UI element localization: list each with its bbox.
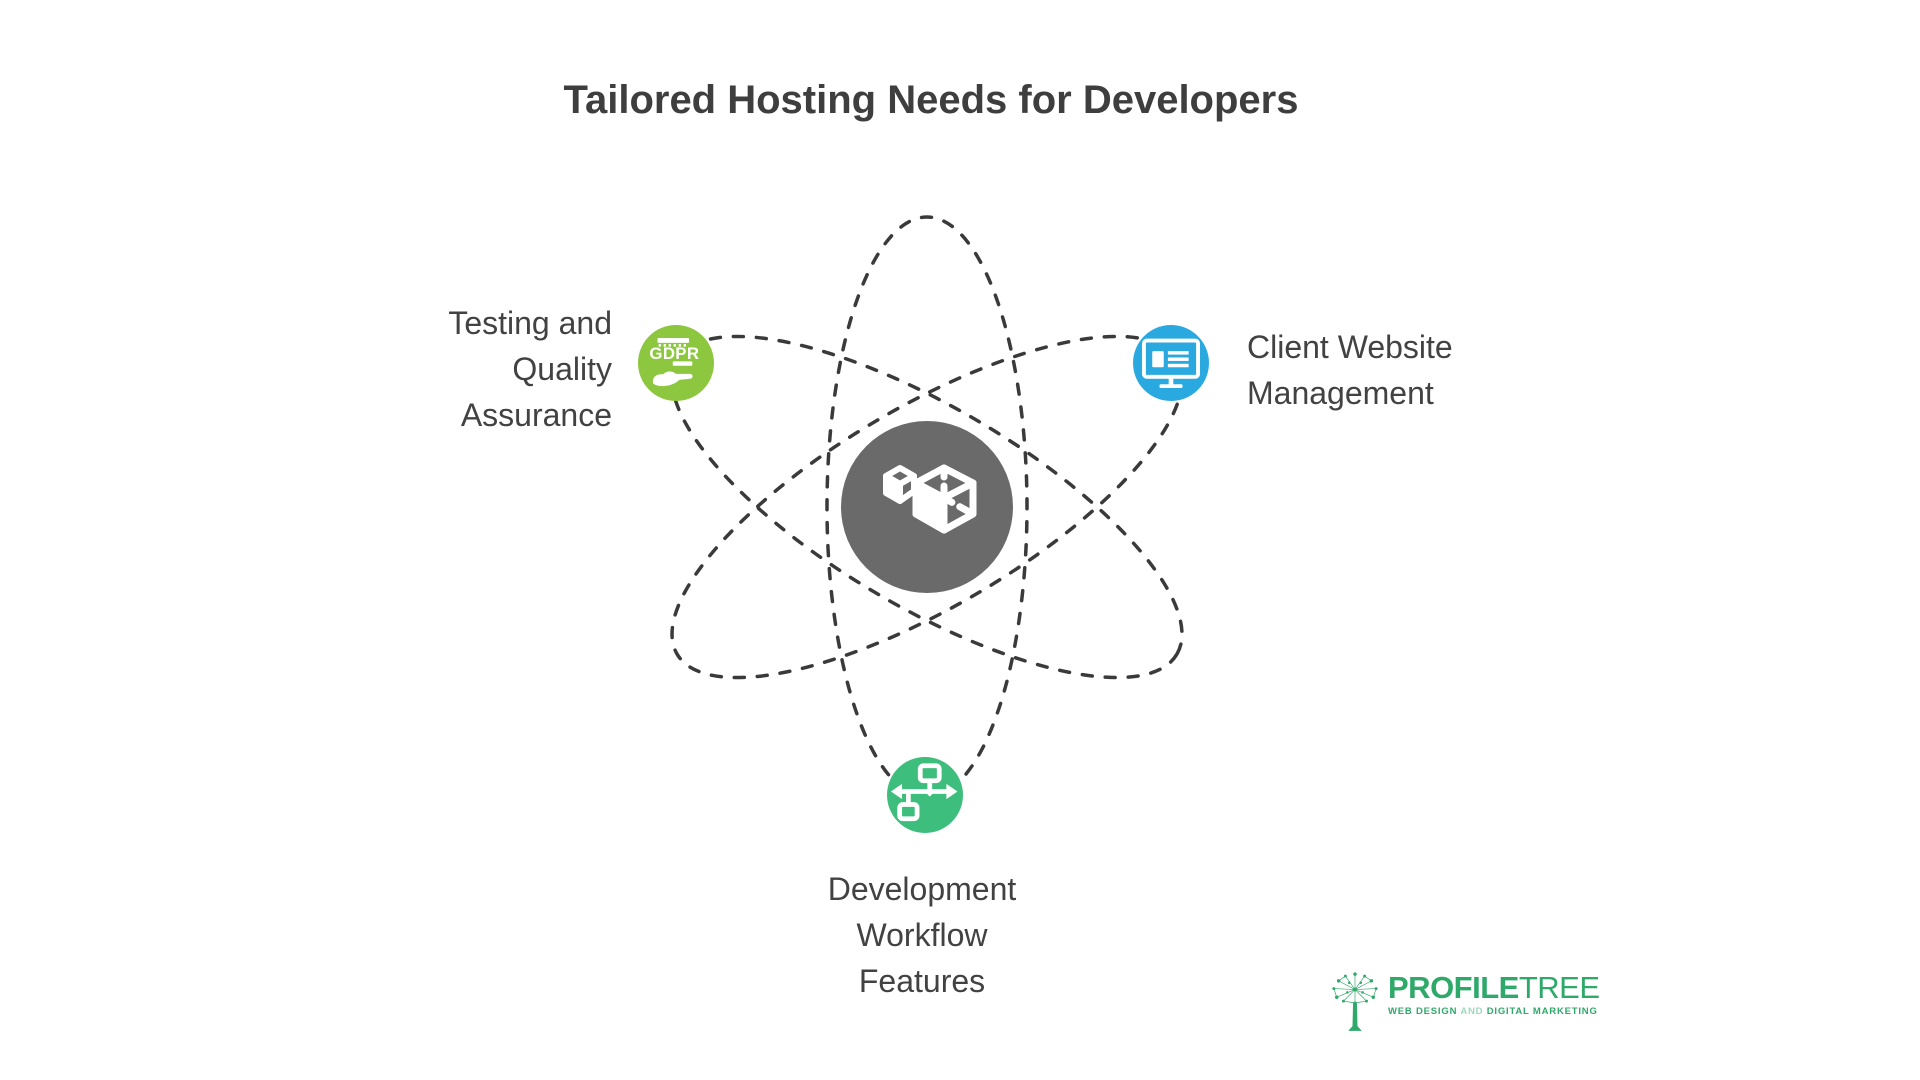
isometric-boxes-icon: [841, 421, 1013, 593]
label-client-website: Client Website Management: [1247, 329, 1453, 411]
node-testing-qa: GDPR: [638, 325, 714, 401]
profiletree-tree-icon: [1332, 972, 1378, 1031]
profiletree-logo: PROFILETREE WEB DESIGN AND DIGITAL MARKE…: [1330, 971, 1600, 1035]
logo-tagline-and: AND: [1460, 1006, 1484, 1017]
node-dev-workflow: [887, 757, 963, 833]
logo-tagline-webdesign: WEB DESIGN: [1388, 1006, 1458, 1017]
label-testing-qa: Testing and Quality Assurance: [448, 305, 612, 433]
node-client-website: [1133, 325, 1209, 401]
page-title: Tailored Hosting Needs for Developers: [563, 78, 1299, 122]
logo-brand-profile: PROFILE: [1388, 970, 1519, 1005]
gdpr-icon-text: GDPR: [649, 344, 699, 363]
website-monitor-icon: [1133, 325, 1209, 401]
workflow-diagram-icon: [887, 757, 963, 833]
logo-brand-text: PROFILETREE: [1388, 971, 1600, 1004]
label-dev-workflow: Development Workflow Features: [827, 871, 1017, 999]
logo-brand-tree: TREE: [1518, 970, 1600, 1005]
logo-tagline: WEB DESIGN AND DIGITAL MARKETING: [1388, 1006, 1600, 1017]
logo-tagline-marketing: DIGITAL MARKETING: [1486, 1006, 1598, 1017]
gdpr-compliance-icon: GDPR: [638, 325, 714, 401]
center-hub: [841, 421, 1013, 593]
